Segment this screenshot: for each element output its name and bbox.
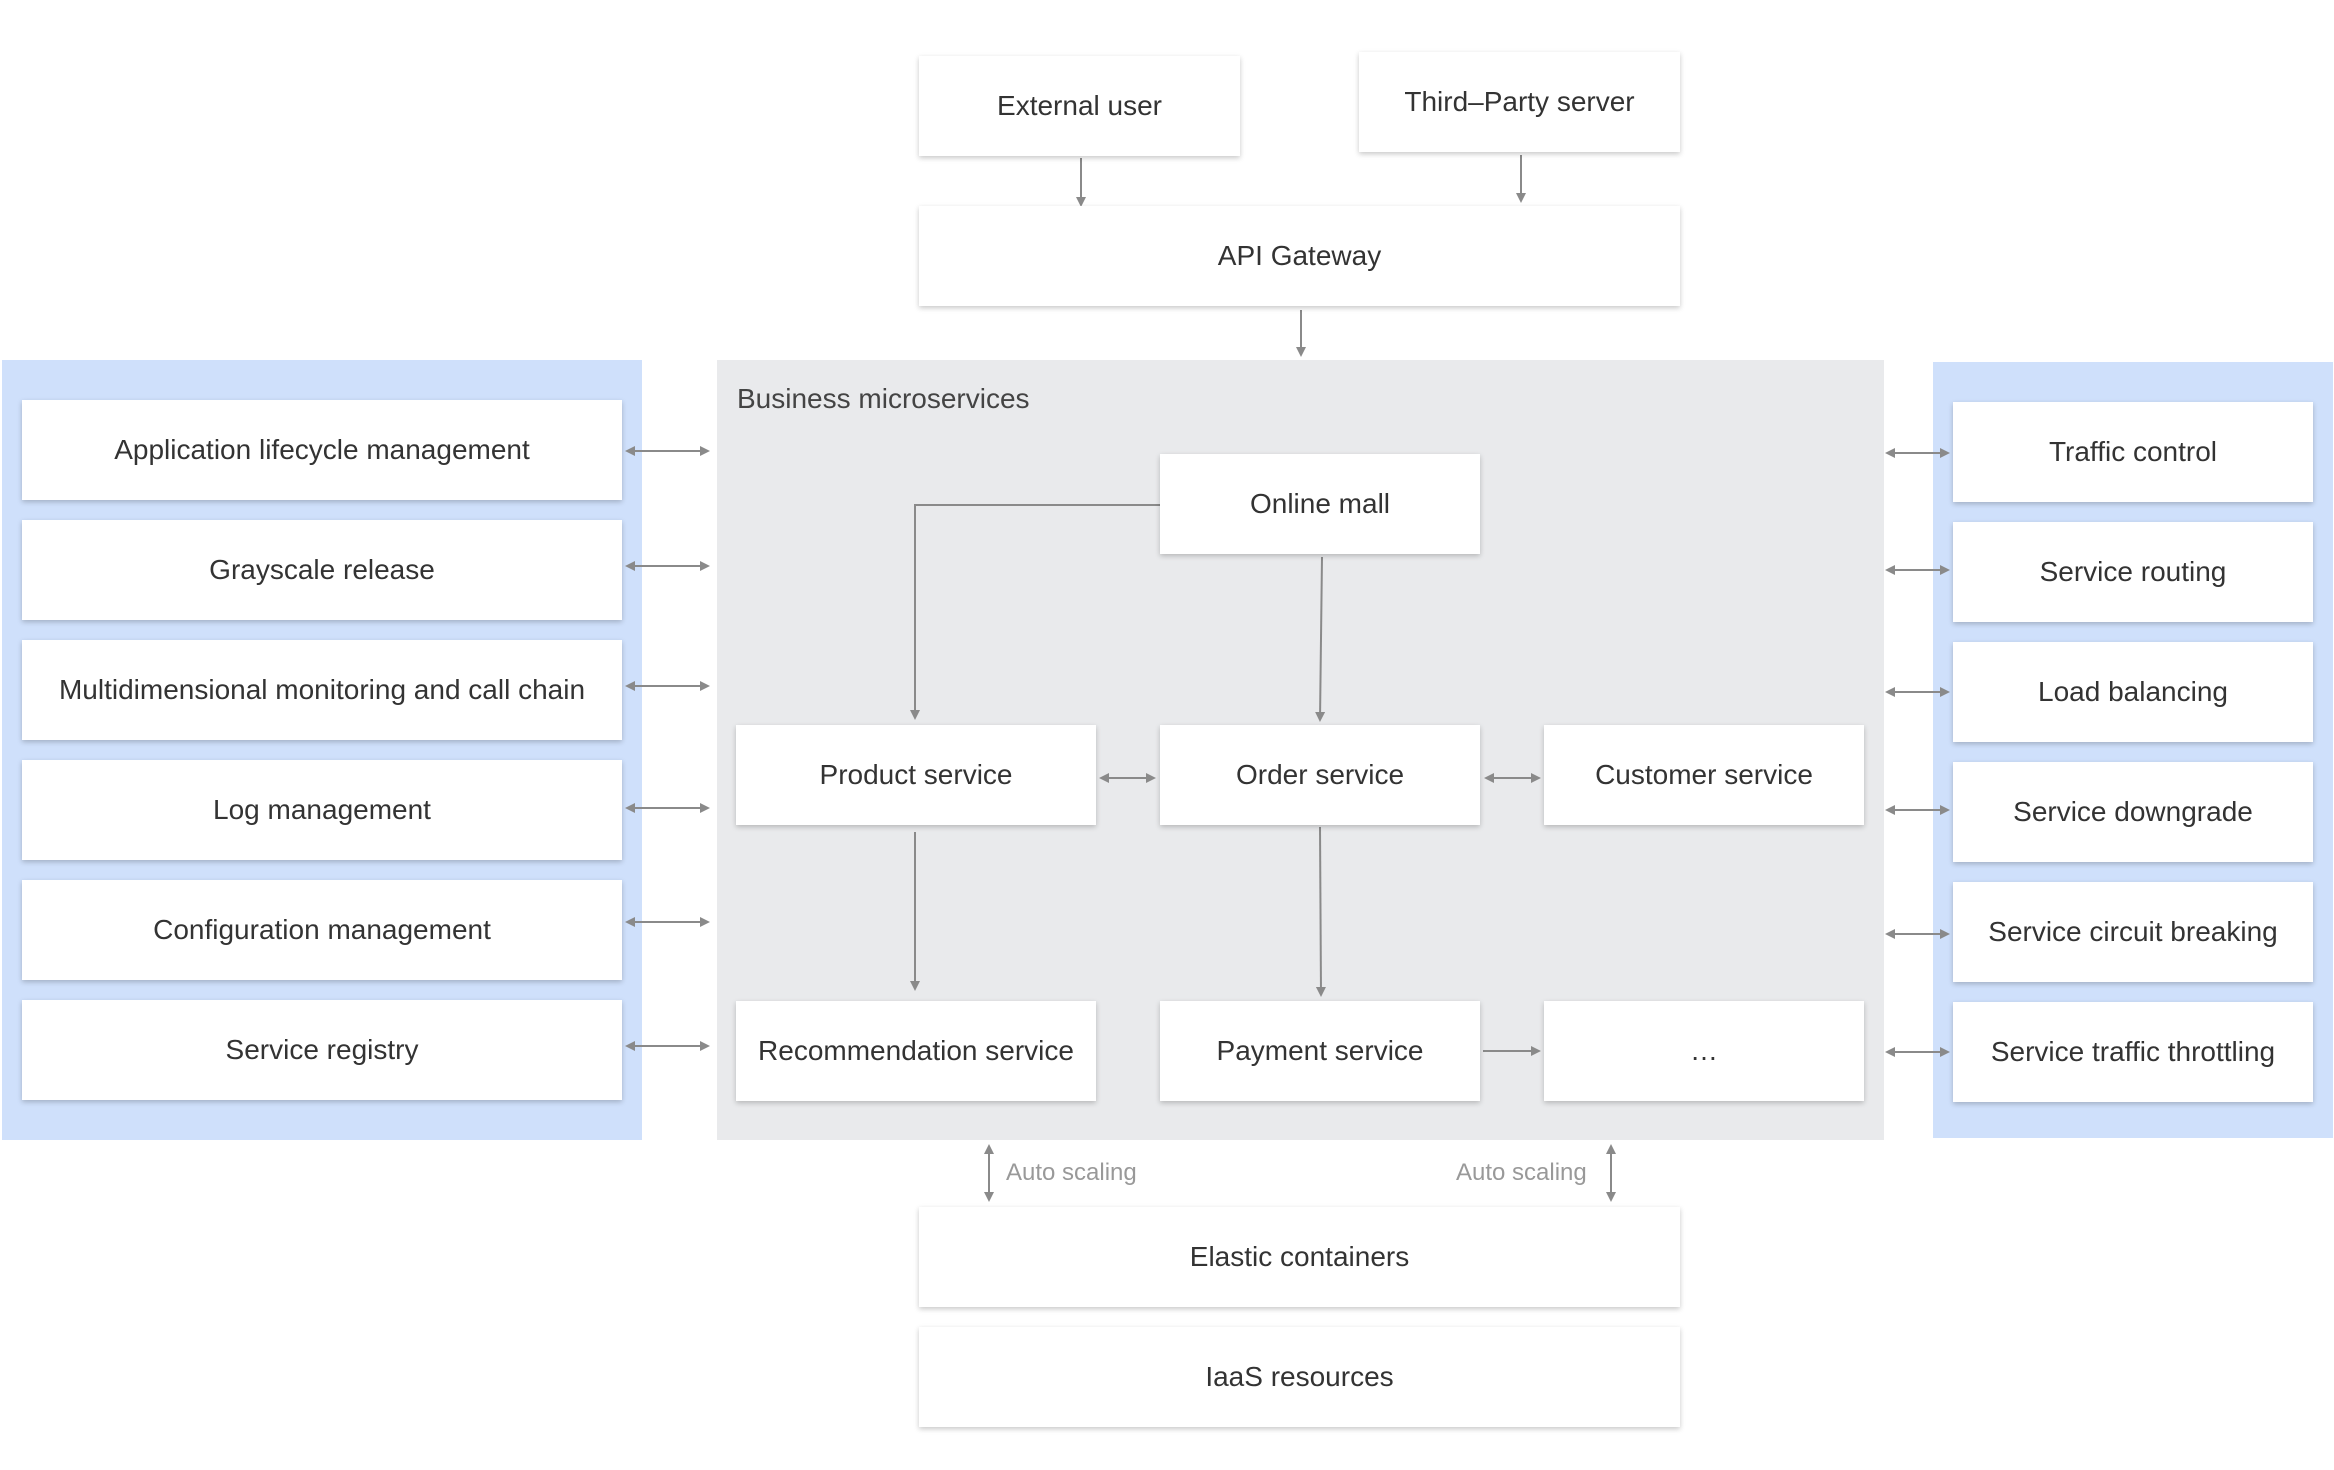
auto-scaling-label-left: Auto scaling (1006, 1159, 1137, 1186)
left-item-log-management: Log management (22, 760, 622, 860)
online-mall-node: Online mall (1160, 454, 1480, 554)
auto-scaling-label-right: Auto scaling (1456, 1159, 1587, 1186)
order-service-node: Order service (1160, 725, 1480, 825)
right-item-traffic-throttling: Service traffic throttling (1953, 1002, 2313, 1102)
external-user-node: External user (919, 56, 1240, 156)
left-item-service-registry: Service registry (22, 1000, 622, 1100)
right-item-service-downgrade: Service downgrade (1953, 762, 2313, 862)
right-item-circuit-breaking: Service circuit breaking (1953, 882, 2313, 982)
business-microservices-title: Business microservices (737, 383, 1030, 414)
api-gateway-node: API Gateway (919, 206, 1680, 306)
payment-service-node: Payment service (1160, 1001, 1480, 1101)
left-item-configuration-management: Configuration management (22, 880, 622, 980)
product-service-node: Product service (736, 725, 1096, 825)
left-item-monitoring-call-chain: Multidimensional monitoring and call cha… (22, 640, 622, 740)
left-item-app-lifecycle: Application lifecycle management (22, 400, 622, 500)
right-item-service-routing: Service routing (1953, 522, 2313, 622)
right-item-load-balancing: Load balancing (1953, 642, 2313, 742)
left-item-grayscale-release: Grayscale release (22, 520, 622, 620)
third-party-server-node: Third–Party server (1359, 52, 1680, 152)
elastic-containers-node: Elastic containers (919, 1207, 1680, 1307)
customer-service-node: Customer service (1544, 725, 1864, 825)
recommendation-service-node: Recommendation service (736, 1001, 1096, 1101)
more-services-node: … (1544, 1001, 1864, 1101)
iaas-resources-node: IaaS resources (919, 1327, 1680, 1427)
right-item-traffic-control: Traffic control (1953, 402, 2313, 502)
